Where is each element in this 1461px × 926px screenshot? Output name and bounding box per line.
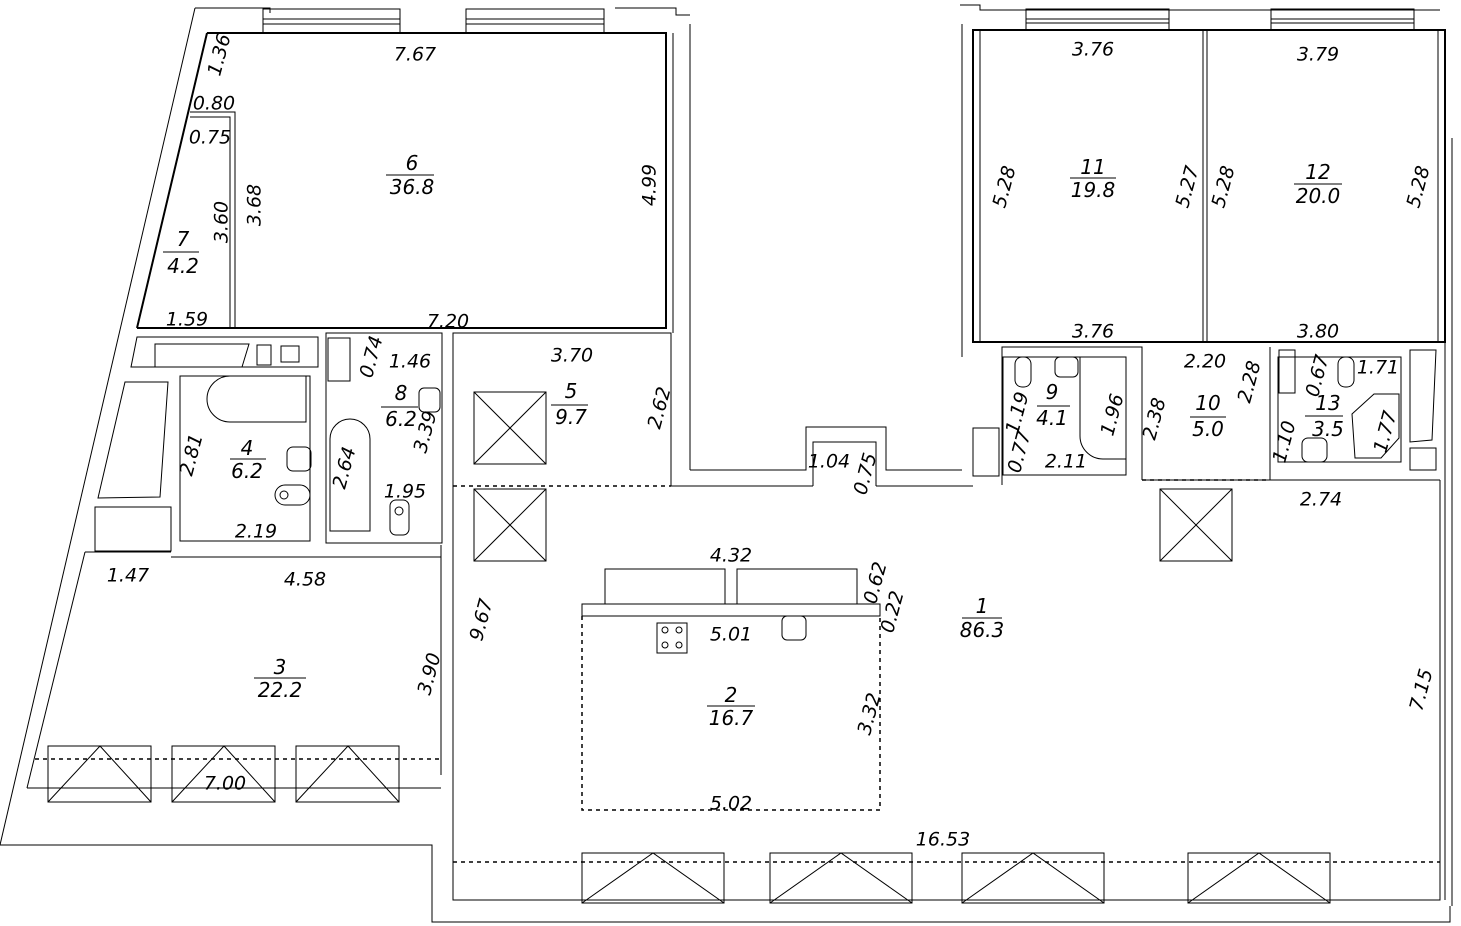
svg-text:5.0: 5.0	[1192, 417, 1224, 441]
dimension-label: 9.67	[465, 597, 497, 644]
dimension-label: 2.19	[235, 521, 277, 543]
svg-text:3.5: 3.5	[1312, 417, 1344, 441]
room-label: 94.1	[1036, 380, 1070, 430]
dimension-label: 2.64	[328, 445, 360, 492]
dimension-label: 3.68	[244, 184, 266, 226]
svg-text:86.3: 86.3	[960, 618, 1005, 642]
dimension-label: 2.28	[1233, 359, 1265, 406]
room-5-walls	[452, 332, 672, 562]
central-notch	[671, 426, 973, 487]
dimension-label: 0.77	[1003, 429, 1035, 476]
room-label: 636.8	[386, 151, 434, 199]
svg-text:5: 5	[565, 379, 578, 403]
svg-text:4.1: 4.1	[1036, 406, 1068, 430]
dimension-label: 3.70	[551, 345, 593, 367]
dimension-label: 1.96	[1096, 392, 1128, 439]
dimension-label: 4.58	[284, 569, 326, 591]
svg-text:4: 4	[241, 436, 254, 460]
room-label: 86.2	[381, 381, 418, 431]
dimension-label: 1.95	[384, 481, 426, 503]
room-label: 46.2	[230, 436, 266, 483]
svg-text:9.7: 9.7	[555, 405, 587, 429]
dimension-label: 3.60	[211, 201, 233, 243]
dimension-label: 1.19	[1001, 390, 1033, 437]
dimension-labels: 7.67 1.36 0.80 0.75 3.68 3.60 4.99 1.59 7.20 3.70…	[107, 32, 1438, 851]
svg-text:11: 11	[1080, 155, 1105, 179]
svg-text:1: 1	[976, 594, 989, 618]
svg-text:6.2: 6.2	[385, 407, 417, 431]
dimension-label: 7.67	[394, 44, 436, 66]
room-6-walls	[136, 8, 674, 333]
room-4-8-walls	[85, 332, 443, 558]
dimension-label: 1.10	[1268, 419, 1300, 466]
dimension-label: 1.77	[1369, 409, 1401, 456]
dimension-label: 2.74	[1300, 489, 1342, 511]
svg-text:7: 7	[177, 227, 190, 251]
dimension-label: 1.36	[203, 32, 235, 79]
room-1-walls	[440, 342, 1446, 904]
room-label: 133.5	[1305, 391, 1344, 441]
dimension-label: 2.38	[1138, 396, 1170, 443]
dimension-label: 5.27	[1171, 164, 1203, 211]
svg-text:10: 10	[1195, 391, 1220, 415]
room-labels: 186.3 216.7 322.2 46.2 59.7 636.8 74.2 8…	[163, 151, 1344, 730]
dimension-label: 1.71	[1357, 357, 1399, 379]
room-9-10-13-walls	[972, 346, 1440, 562]
svg-text:22.2: 22.2	[258, 678, 303, 702]
dimension-label: 5.28	[988, 164, 1020, 211]
room-label: 186.3	[960, 594, 1005, 642]
svg-text:16.7: 16.7	[709, 706, 754, 730]
room-label: 105.0	[1190, 391, 1226, 441]
outer-walls	[0, 4, 1453, 923]
svg-text:3: 3	[274, 655, 287, 679]
svg-text:2: 2	[725, 683, 738, 707]
dimension-label: 5.02	[710, 793, 752, 815]
dimension-label: 5.28	[1207, 164, 1239, 211]
dimension-label: 3.32	[853, 691, 885, 738]
dimension-label: 3.80	[1297, 321, 1339, 343]
room-label: 216.7	[707, 683, 755, 730]
dimension-label: 5.01	[710, 624, 752, 646]
room-label: 74.2	[163, 227, 199, 278]
dimension-label: 0.74	[355, 334, 387, 381]
dimension-label: 1.47	[107, 565, 149, 587]
dimension-label: 5.28	[1402, 164, 1434, 211]
svg-text:20.0: 20.0	[1296, 184, 1341, 208]
dimension-label: 2.11	[1045, 451, 1087, 473]
dimension-label: 3.79	[1297, 44, 1339, 66]
dimension-label: 4.99	[639, 164, 661, 206]
dimension-label: 7.15	[1405, 667, 1437, 714]
svg-text:9: 9	[1046, 380, 1059, 404]
svg-text:12: 12	[1305, 160, 1330, 184]
room-label: 59.7	[551, 379, 588, 429]
svg-text:8: 8	[395, 381, 408, 405]
dimension-label: 7.20	[427, 311, 469, 333]
dimension-label: 1.59	[166, 309, 208, 331]
svg-text:19.8: 19.8	[1071, 178, 1116, 202]
svg-text:4.2: 4.2	[167, 254, 199, 278]
dimension-label: 1.46	[389, 351, 431, 373]
dimension-label: 0.75	[189, 127, 231, 149]
room-11-12-walls	[972, 8, 1446, 343]
room-3-walls	[26, 551, 441, 803]
dimension-label: 2.20	[1184, 351, 1226, 373]
svg-text:13: 13	[1315, 391, 1340, 415]
svg-text:6: 6	[406, 151, 419, 175]
dimension-label: 1.04	[808, 451, 850, 473]
svg-text:6.2: 6.2	[231, 459, 263, 483]
dimension-label: 4.32	[710, 545, 752, 567]
room-label: 322.2	[254, 655, 306, 702]
svg-text:36.8: 36.8	[390, 175, 435, 199]
dimension-label: 7.00	[204, 773, 246, 795]
dimension-label: 3.76	[1072, 321, 1114, 343]
dimension-label: 0.80	[193, 93, 235, 115]
dimension-label: 3.76	[1072, 39, 1114, 61]
dimension-label: 0.75	[849, 451, 881, 498]
dimension-label: 16.53	[916, 829, 970, 851]
